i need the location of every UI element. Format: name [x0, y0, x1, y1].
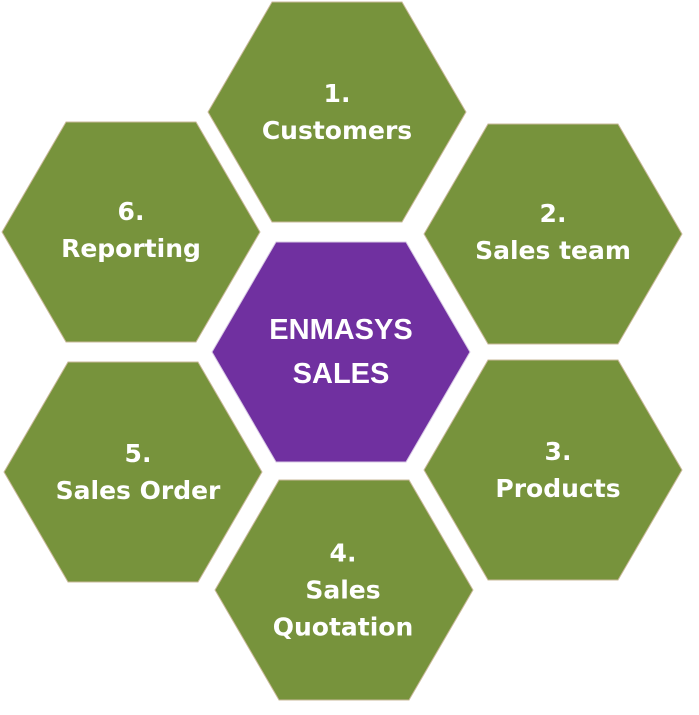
center-hexagon-label: ENMASYS SALES — [221, 308, 461, 396]
step-sales-order: 5. Sales Order — [18, 435, 258, 509]
step-label: Sales team — [475, 236, 631, 265]
center-title-line2: SALES — [292, 358, 390, 390]
step-reporting: 6. Reporting — [11, 193, 251, 267]
step-number: 3. — [544, 437, 572, 466]
step-label: Sales — [305, 575, 381, 605]
hexagon-products — [423, 359, 683, 581]
step-customers: 1. Customers — [217, 75, 457, 149]
step-label: Quotation — [272, 612, 414, 642]
step-label: Products — [495, 474, 621, 503]
step-label: Customers — [261, 116, 413, 145]
center-title-line1: ENMASYS — [269, 314, 413, 346]
hexagon-customers — [207, 1, 467, 223]
hexagon-sales-quotation — [214, 479, 474, 701]
step-label: Sales Order — [55, 476, 221, 505]
step-sales-team: 2. Sales team — [433, 195, 673, 269]
hexagon-reporting — [1, 121, 261, 343]
step-label: Reporting — [61, 234, 201, 263]
hexagon-sales-team — [423, 123, 683, 345]
step-number: 5. — [124, 439, 152, 468]
step-number: 4. — [329, 538, 357, 568]
hexagon-center — [211, 241, 471, 463]
hexagon-sales-order — [3, 361, 263, 583]
step-products: 3. Products — [438, 433, 678, 507]
step-number: 6. — [117, 197, 145, 226]
step-number: 1. — [323, 79, 351, 108]
step-number: 2. — [539, 199, 567, 228]
step-sales-quotation: 4. Sales Quotation — [223, 535, 463, 646]
